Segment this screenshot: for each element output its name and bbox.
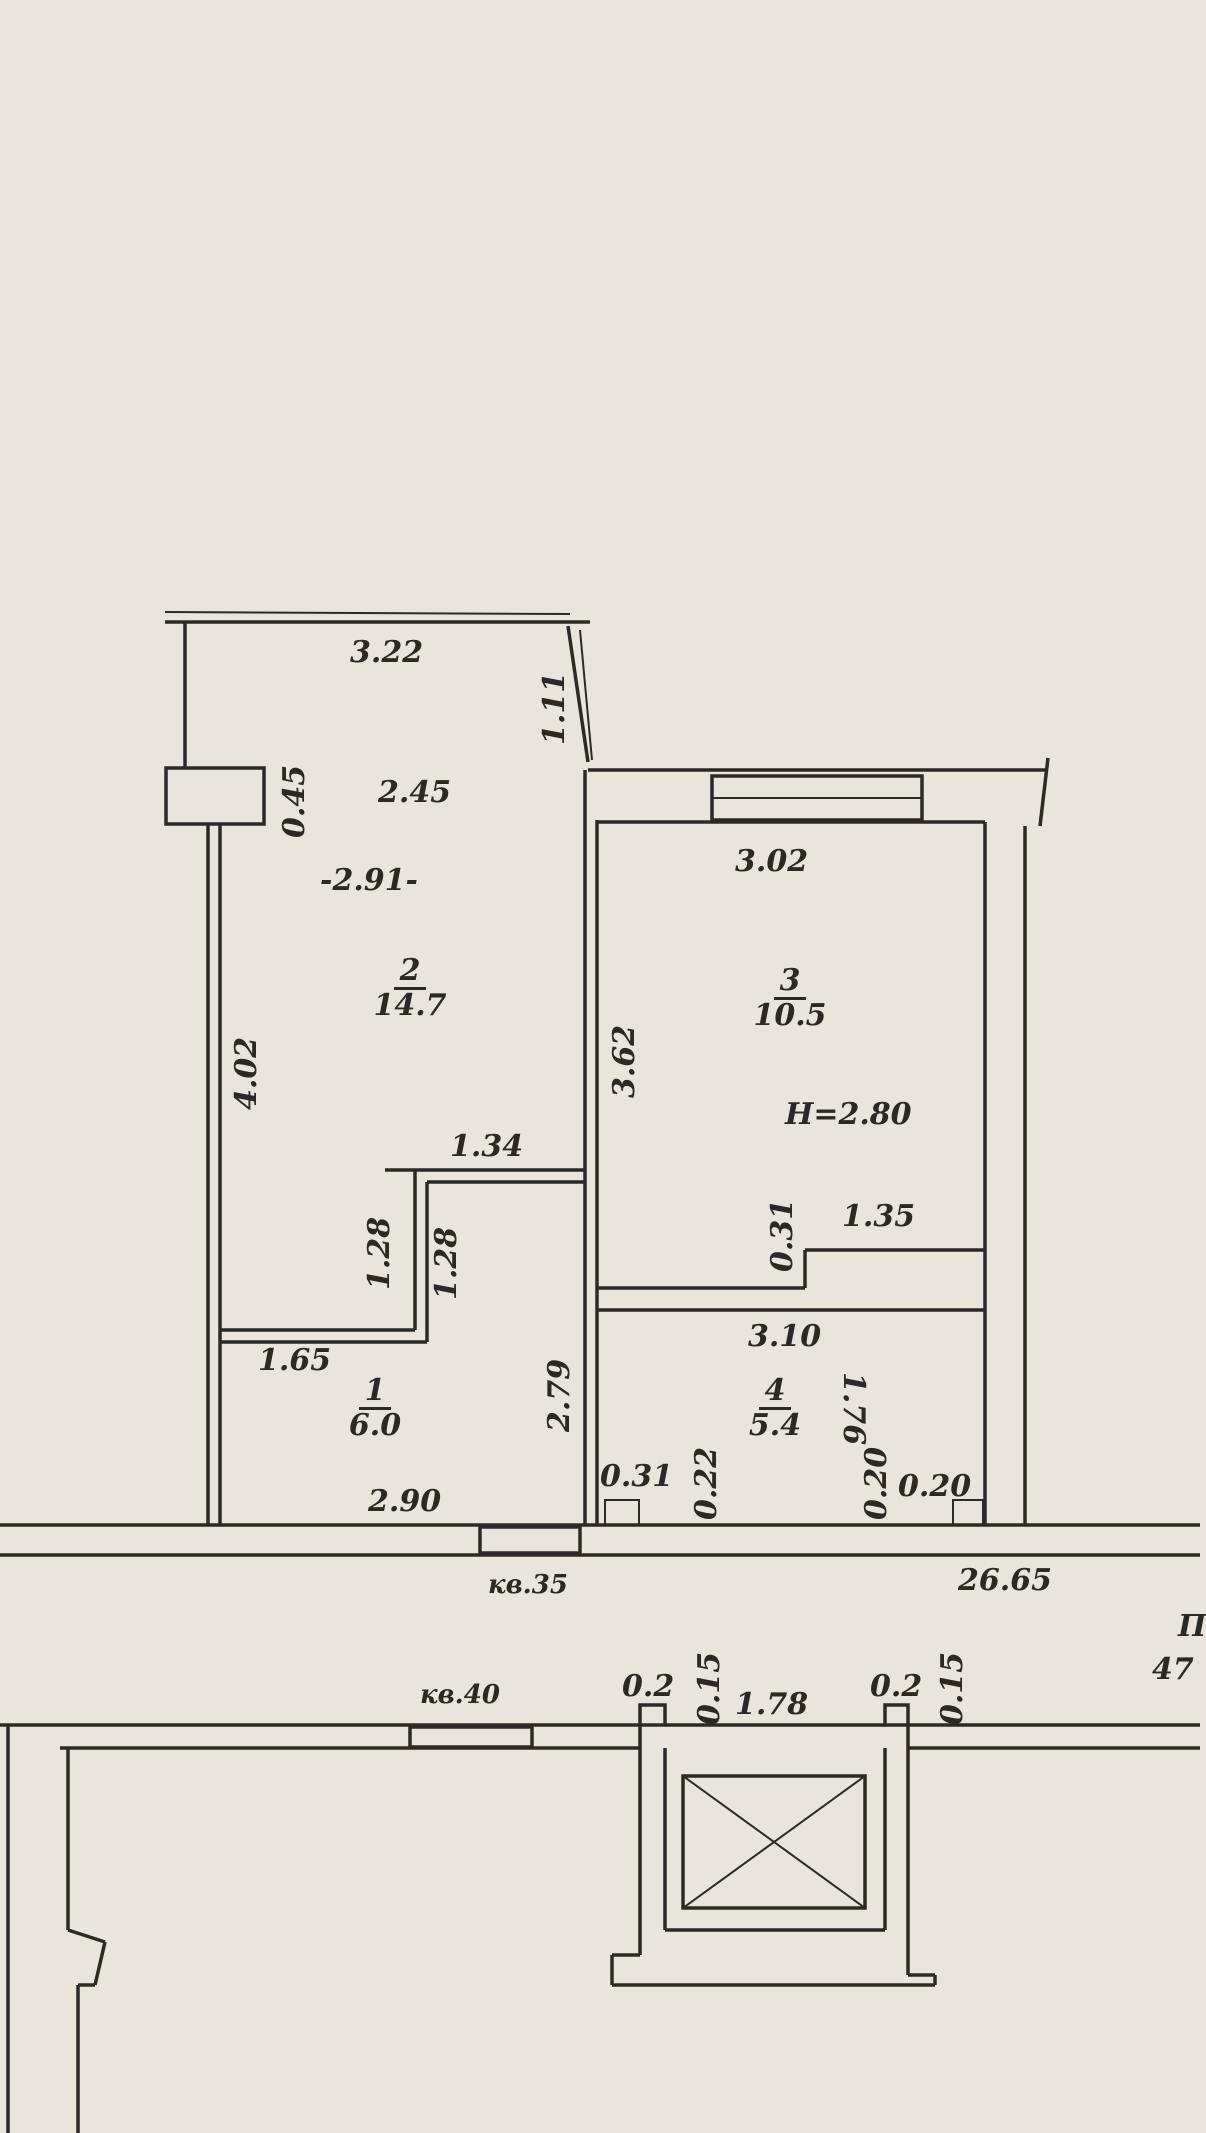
apartment-label-kv40: кв.40	[420, 1680, 500, 1710]
dim-label: 1.11	[537, 671, 572, 745]
dim-label: 1.78	[735, 1687, 809, 1722]
dim-label: 0.2	[622, 1669, 675, 1704]
edge-text-number: 47	[1152, 1652, 1194, 1687]
room-area: 6.0	[348, 1407, 402, 1443]
dim-label: 2.79	[542, 1358, 577, 1432]
partition-walls	[220, 770, 599, 1525]
room-1-label: 1 6.0	[325, 1375, 425, 1441]
left-window	[164, 766, 266, 826]
dim-label: 1.76	[836, 1372, 871, 1446]
room-4-label: 4 5.4	[725, 1375, 825, 1441]
dim-label: 0.20	[859, 1446, 894, 1520]
room-number: 1	[358, 1375, 392, 1410]
dim-label: -2.91-	[320, 863, 418, 898]
dim-label: 4.02	[229, 1036, 264, 1110]
dim-label: 0.15	[935, 1651, 970, 1725]
dim-label: 0.15	[692, 1651, 727, 1725]
corridor-walls	[0, 1523, 1200, 1750]
dim-label: 0.22	[689, 1446, 724, 1520]
apartment-label-kv35: кв.35	[488, 1570, 568, 1600]
room-area: 10.5	[753, 997, 827, 1033]
dim-label: 3.10	[748, 1319, 822, 1354]
dim-label: 1.34	[450, 1129, 524, 1164]
room-area: 5.4	[748, 1407, 802, 1443]
elevator-shaft	[610, 1703, 937, 1987]
dim-label: 2.90	[368, 1484, 442, 1519]
dim-label: 1.28	[429, 1226, 464, 1300]
left-outer-wall	[206, 824, 222, 1525]
dim-label: 2.45	[378, 775, 452, 810]
lower-apartment-walls	[6, 1725, 107, 2133]
room-3-label: 3 10.5	[735, 965, 845, 1031]
dim-label: 0.20	[898, 1469, 972, 1504]
right-apartment-walls	[588, 757, 1050, 1525]
dim-label: 26.65	[958, 1563, 1052, 1598]
room-area: 14.7	[373, 987, 447, 1023]
room-number: 3	[773, 965, 807, 1000]
dim-label: 1.65	[258, 1343, 332, 1378]
dim-label: 1.35	[842, 1199, 916, 1234]
room-number: 2	[393, 955, 427, 990]
room-number: 4	[758, 1375, 792, 1410]
room-2-label: 2 14.7	[355, 955, 465, 1021]
dim-label: 3.02	[735, 844, 809, 879]
dim-label: 3.22	[350, 635, 424, 670]
dim-label: 0.2	[870, 1669, 923, 1704]
dim-label: 0.45	[277, 764, 312, 838]
dim-label: 0.31	[765, 1198, 800, 1272]
ceiling-height-label: H=2.80	[785, 1097, 912, 1132]
edge-text-letter: П	[1178, 1609, 1206, 1644]
dim-label: 3.62	[607, 1024, 642, 1098]
balcony-outline	[164, 611, 593, 768]
dim-label: 1.28	[362, 1216, 397, 1290]
dim-label: 0.31	[600, 1459, 674, 1494]
